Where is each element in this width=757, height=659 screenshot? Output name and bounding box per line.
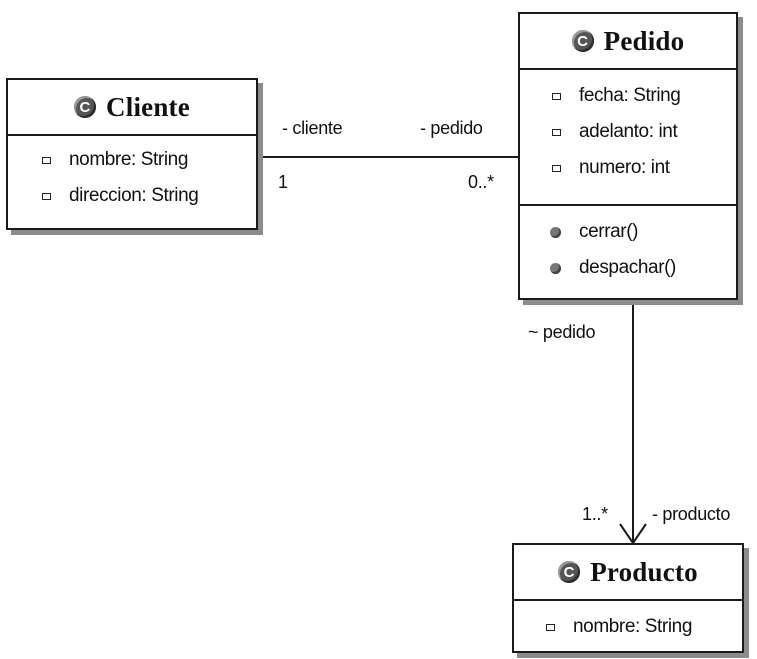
field-icon <box>552 128 561 136</box>
role-label-pedido-navigable: ~ pedido <box>528 322 596 342</box>
class-pedido[interactable]: C Pedido fecha: String adelanto: int num… <box>518 12 738 300</box>
multiplicity-pedido: 0..* <box>468 172 494 192</box>
class-cliente[interactable]: C Cliente nombre: String direccion: Stri… <box>6 78 258 230</box>
field-icon <box>42 192 51 200</box>
class-pedido-name: Pedido <box>603 25 685 56</box>
attribute-row: fecha: String <box>552 78 736 114</box>
class-cliente-header: C Cliente <box>8 80 256 136</box>
field-icon <box>552 164 561 172</box>
class-pedido-header: C Pedido <box>520 14 736 70</box>
class-icon: C <box>558 561 581 583</box>
attribute-text: numero: int <box>579 157 670 178</box>
method-text: cerrar() <box>579 221 639 242</box>
attribute-row: numero: int <box>552 150 736 186</box>
method-icon <box>550 226 561 238</box>
attribute-text: nombre: String <box>573 616 693 637</box>
multiplicity-producto: 1..* <box>582 504 608 524</box>
method-row: despachar() <box>550 250 736 286</box>
attribute-text: nombre: String <box>69 149 189 170</box>
attribute-text: direccion: String <box>69 185 199 206</box>
attribute-text: adelanto: int <box>579 121 678 142</box>
role-label-cliente: - cliente <box>282 118 343 138</box>
class-producto-attributes: nombre: String <box>514 601 742 645</box>
attribute-row: direccion: String <box>42 178 256 214</box>
field-icon <box>552 92 561 100</box>
class-pedido-methods: cerrar() despachar() <box>520 204 736 286</box>
role-label-pedido: - pedido <box>420 118 483 138</box>
attribute-text: fecha: String <box>579 85 681 106</box>
field-icon <box>42 156 51 164</box>
attribute-row: nombre: String <box>42 142 256 178</box>
attribute-row: nombre: String <box>546 609 742 645</box>
class-producto[interactable]: C Producto nombre: String <box>512 543 744 653</box>
method-text: despachar() <box>579 257 676 278</box>
attribute-row: adelanto: int <box>552 114 736 150</box>
class-cliente-name: Cliente <box>106 91 190 122</box>
method-row: cerrar() <box>550 214 736 250</box>
class-cliente-attributes: nombre: String direccion: String <box>8 136 256 214</box>
class-icon: C <box>74 96 97 118</box>
class-pedido-attributes: fecha: String adelanto: int numero: int <box>520 70 736 204</box>
multiplicity-cliente: 1 <box>278 172 288 192</box>
class-producto-header: C Producto <box>514 545 742 601</box>
role-label-producto: - producto <box>652 504 731 524</box>
field-icon <box>546 623 555 631</box>
class-icon: C <box>571 30 594 52</box>
method-icon <box>550 262 561 274</box>
class-producto-name: Producto <box>590 556 698 587</box>
